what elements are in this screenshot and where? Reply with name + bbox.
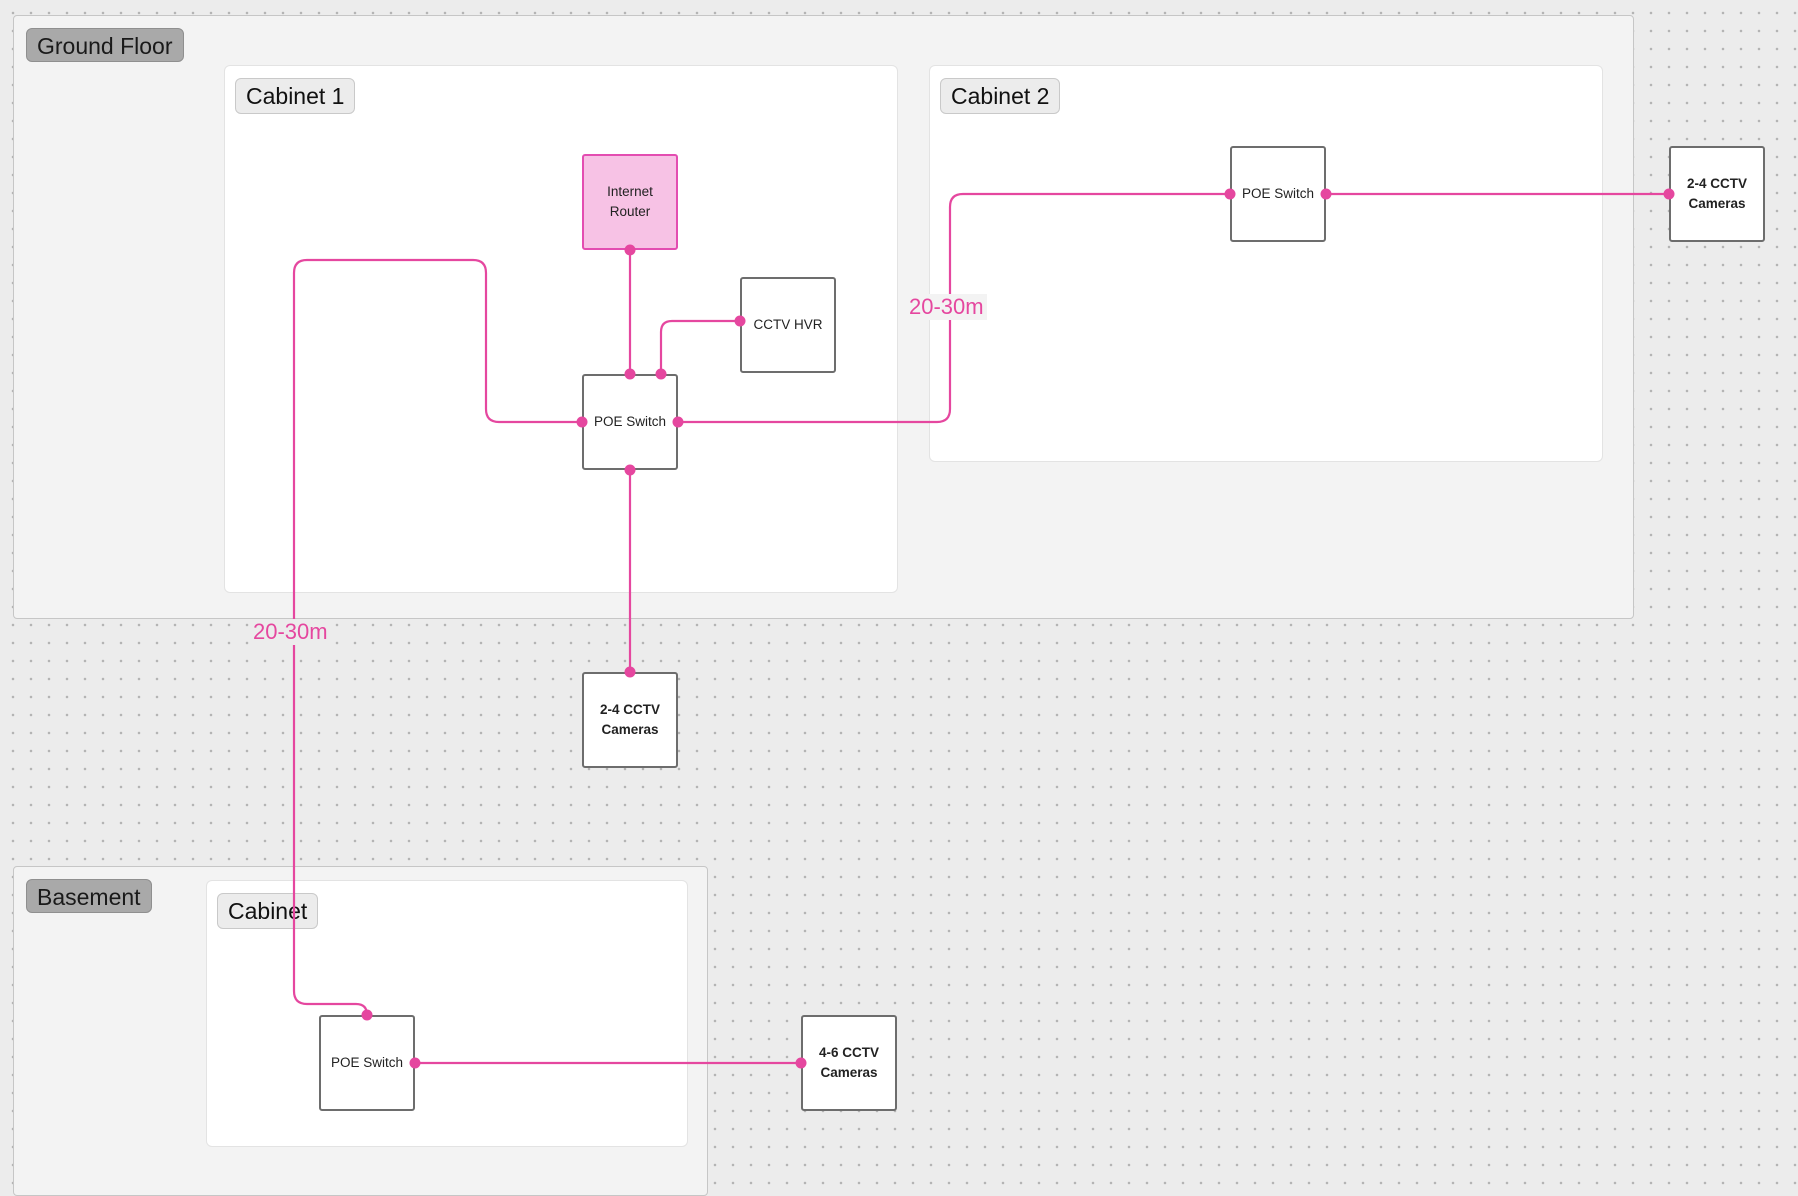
cabinet-2: Cabinet 2: [929, 65, 1603, 462]
poe-switch-basement[interactable]: POE Switch: [319, 1015, 415, 1111]
cctv-cameras-basement[interactable]: 4-6 CCTV Cameras: [801, 1015, 897, 1111]
basement-cabinet-label: Cabinet: [217, 893, 319, 929]
cctv-cameras-cabinet-2[interactable]: 2-4 CCTV Cameras: [1669, 146, 1765, 242]
poe-switch-main[interactable]: POE Switch: [582, 374, 678, 470]
basement-label: Basement: [26, 879, 152, 913]
cctv-hvr[interactable]: CCTV HVR: [740, 277, 836, 373]
internet-router[interactable]: Internet Router: [582, 154, 678, 250]
basement-cabinet: Cabinet: [206, 880, 688, 1147]
ground-floor-label: Ground Floor: [26, 28, 184, 62]
cabinet-2-label: Cabinet 2: [940, 78, 1061, 114]
cctv-cameras-ground[interactable]: 2-4 CCTV Cameras: [582, 672, 678, 768]
poe-switch-cabinet-2[interactable]: POE Switch: [1230, 146, 1326, 242]
distance-label-basement: 20-30m: [250, 619, 331, 645]
cabinet-1-label: Cabinet 1: [235, 78, 356, 114]
distance-label-cabinet-2: 20-30m: [906, 294, 987, 320]
